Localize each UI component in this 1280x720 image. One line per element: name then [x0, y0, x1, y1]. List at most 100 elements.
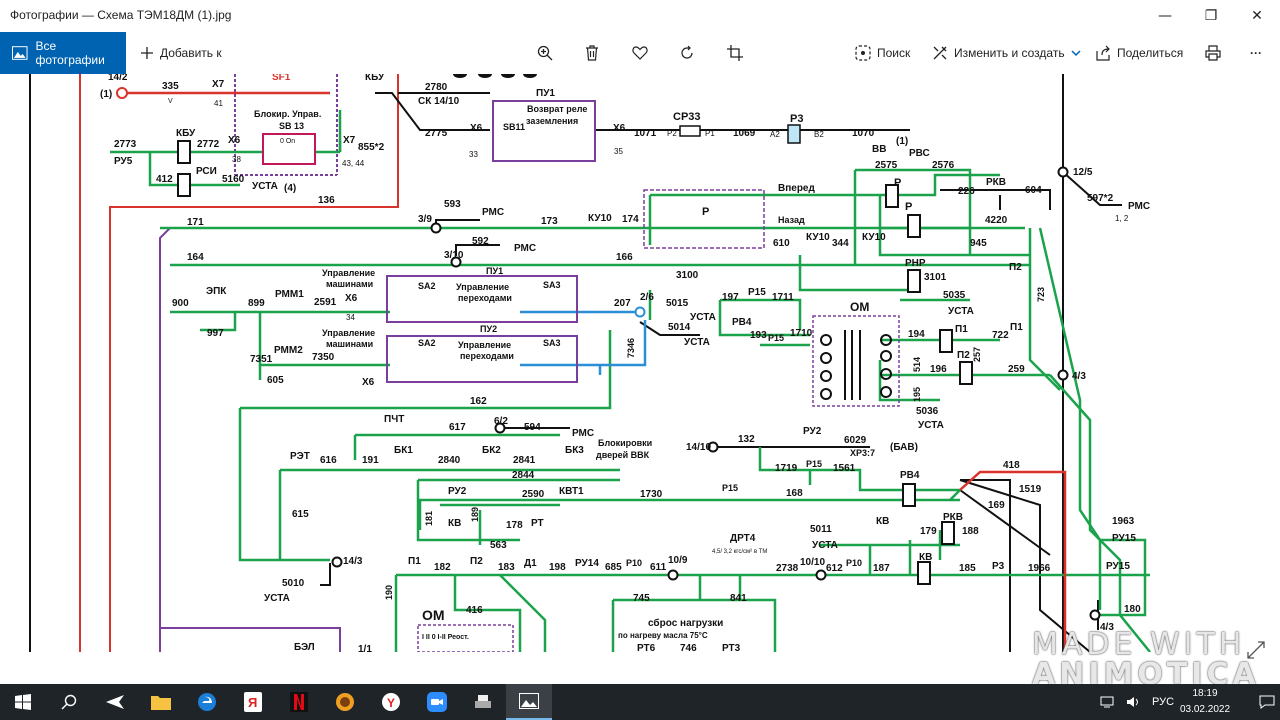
- svg-text:Y: Y: [387, 696, 395, 710]
- label: машинами: [326, 279, 373, 289]
- label: 4,5/ 3,2 кгс/см² в ТМ: [712, 549, 767, 555]
- label: 3100: [676, 270, 699, 281]
- label: Блокировки: [598, 438, 652, 448]
- label: П1: [408, 556, 421, 567]
- label: 1730: [640, 489, 663, 500]
- add-to-button[interactable]: Добавить к: [140, 32, 222, 74]
- label: УСТА: [264, 593, 290, 604]
- label: (1): [100, 89, 112, 100]
- share-button[interactable]: Поделиться: [1095, 32, 1183, 74]
- label: 197: [722, 292, 739, 303]
- zoom-app[interactable]: [414, 684, 460, 720]
- label: 2773: [114, 139, 137, 150]
- label: Р10: [626, 558, 642, 568]
- label: РВ4: [900, 470, 920, 481]
- label: РТ6: [637, 643, 656, 652]
- label: 604: [1025, 185, 1042, 196]
- label: 3/9: [418, 214, 432, 225]
- label: 1070: [852, 128, 875, 139]
- label: A2: [770, 130, 780, 139]
- label: 191: [362, 455, 379, 466]
- label: 7351: [250, 354, 273, 365]
- label: 2590: [522, 489, 545, 500]
- label: 190: [384, 585, 394, 600]
- search-button[interactable]: Поиск: [855, 32, 910, 74]
- language-indicator[interactable]: РУС: [1152, 696, 1175, 708]
- expand-icon[interactable]: [1246, 640, 1270, 664]
- label: 183: [498, 562, 515, 573]
- label: БК2: [482, 445, 501, 456]
- label: 5010: [282, 578, 305, 589]
- rotate-icon: [681, 45, 693, 59]
- photos-icon: [519, 693, 539, 709]
- label: 2780: [425, 82, 448, 93]
- label: РСИ: [196, 166, 217, 177]
- label: 188: [962, 526, 979, 537]
- rotate-button[interactable]: [679, 32, 701, 74]
- label: РМС: [482, 207, 504, 218]
- label: 2576: [932, 160, 955, 171]
- label: ОМ: [850, 300, 869, 314]
- print-button[interactable]: [1205, 32, 1227, 74]
- delete-button[interactable]: [585, 32, 605, 74]
- label: X6: [228, 135, 241, 146]
- label: (1): [896, 136, 908, 147]
- label: 412: [156, 174, 173, 185]
- label: КБУ: [176, 128, 196, 139]
- close-button[interactable]: ✕: [1251, 8, 1263, 24]
- label: 2841: [513, 455, 536, 466]
- label: 592: [472, 236, 489, 247]
- label: SB11: [503, 122, 525, 132]
- yandex-app[interactable]: Я: [230, 684, 276, 720]
- yandex-browser-app[interactable]: Y: [368, 684, 414, 720]
- netflix-icon: [290, 692, 308, 712]
- start-button[interactable]: [0, 684, 46, 720]
- label: 1711: [772, 292, 794, 303]
- label: П2: [470, 556, 483, 567]
- crop-button[interactable]: [727, 32, 749, 74]
- label: Р3: [992, 561, 1005, 572]
- edit-create-button[interactable]: Изменить и создать: [932, 32, 1087, 74]
- label: ОМ: [422, 607, 445, 623]
- file-explorer-app[interactable]: [138, 684, 184, 720]
- label: 41: [214, 99, 223, 108]
- label: 5015: [666, 298, 689, 309]
- label: РУ2: [803, 426, 822, 437]
- label: 1966: [1028, 563, 1051, 574]
- label: I II 0 I-II Реост.: [422, 634, 469, 641]
- scanner-app[interactable]: [460, 684, 506, 720]
- all-photos-button[interactable]: Все фотографии: [0, 32, 126, 74]
- label: 997: [207, 328, 224, 339]
- label: Р2: [667, 129, 677, 138]
- favorite-button[interactable]: [632, 32, 654, 74]
- more-button[interactable]: ···: [1250, 46, 1262, 60]
- label: РВ4: [732, 317, 752, 328]
- app-icon-orange[interactable]: [322, 684, 368, 720]
- label: 855*2: [358, 142, 385, 153]
- label: 10/10: [800, 557, 825, 568]
- zoom-button[interactable]: [537, 32, 559, 74]
- label: 2591: [314, 297, 337, 308]
- edge-app[interactable]: [184, 684, 230, 720]
- airplane-app[interactable]: [92, 684, 138, 720]
- photos-app[interactable]: [506, 684, 552, 720]
- label: Р15: [722, 483, 738, 493]
- photo-viewer-canvas[interactable]: 14/2 (1) 335 V X7 41 SF1 КБУ 2780 СК 14/…: [0, 74, 1280, 652]
- notifications-button[interactable]: [1244, 684, 1280, 720]
- clock[interactable]: 18:19 03.02.2022: [1172, 686, 1238, 718]
- label: Р: [702, 206, 709, 218]
- label: 185: [959, 563, 976, 574]
- label: Р15: [748, 287, 766, 298]
- minimize-button[interactable]: —: [1158, 8, 1172, 24]
- label: 1/1: [358, 644, 372, 652]
- tray-icons[interactable]: РУС: [1100, 684, 1174, 720]
- label: (4): [284, 183, 296, 194]
- label: SA3: [543, 280, 561, 290]
- label: 5160: [222, 174, 245, 185]
- yandex-icon: Я: [244, 692, 262, 712]
- maximize-button[interactable]: ❐: [1204, 8, 1218, 24]
- search-taskbar-button[interactable]: [46, 684, 92, 720]
- label: 722: [992, 330, 1009, 341]
- label: 34: [346, 313, 355, 322]
- netflix-app[interactable]: [276, 684, 322, 720]
